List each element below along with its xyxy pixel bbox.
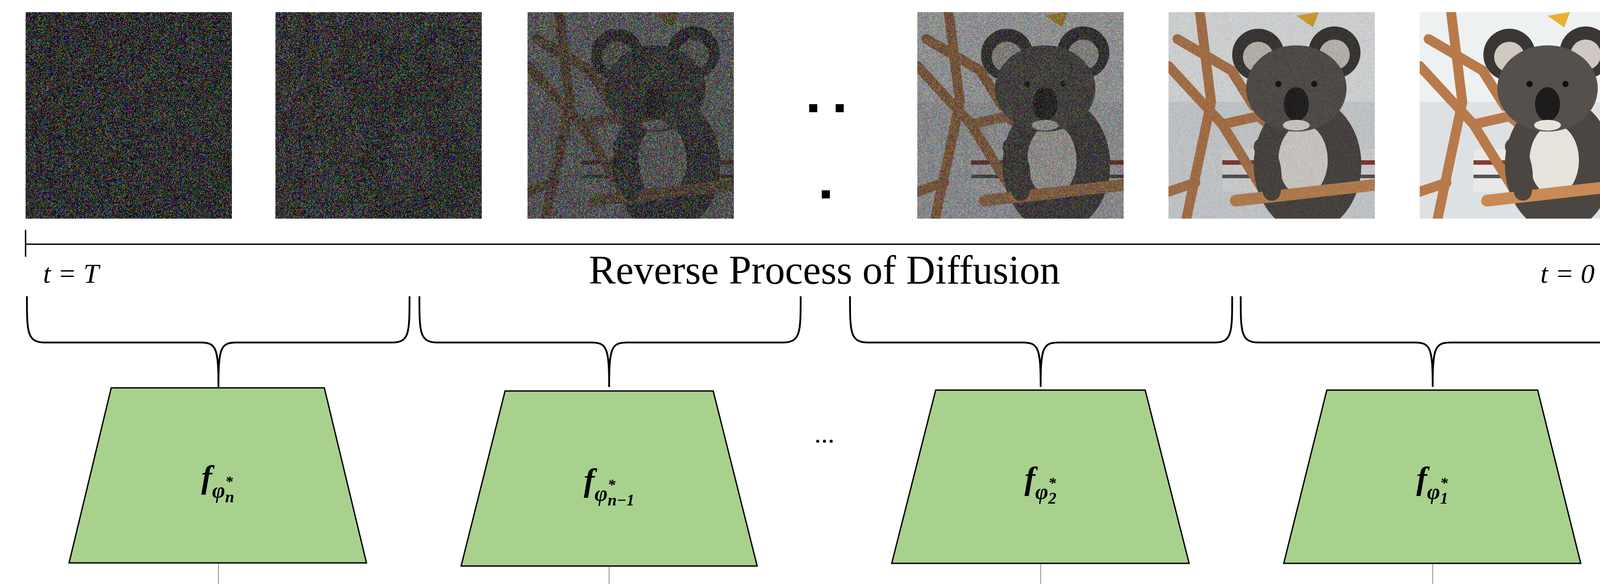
time-label: t = T: [43, 256, 100, 290]
timeline-title: Reverse Process of Diffusion: [588, 245, 1061, 295]
formula: fφ*n: [68, 386, 368, 567]
function-symbol: f: [1024, 462, 1036, 495]
optimal-marker: *: [607, 477, 616, 492]
trapezoid-shape: [890, 388, 1191, 564]
parameter-symbol: φ: [1035, 479, 1049, 503]
optimal-marker: *: [1048, 475, 1056, 490]
model-block: fφ*n: [68, 386, 368, 564]
model-block: fφ*2: [890, 388, 1191, 564]
model-block: fφ*1: [1282, 388, 1582, 564]
parameter-symbol: φ: [212, 478, 226, 502]
index-subscript: 2: [1048, 489, 1057, 506]
formula: fφ*n−1: [460, 389, 759, 571]
parameter-symbol: φ: [594, 481, 608, 505]
index-subscript: 1: [1440, 489, 1449, 506]
function-symbol: f: [583, 463, 595, 497]
model-block: fφ*n−1: [460, 389, 759, 567]
optimal-marker: *: [225, 474, 233, 489]
formula: fφ*2: [890, 388, 1191, 568]
trapezoid-shape: [68, 386, 368, 564]
trapezoid-shape: [1282, 388, 1582, 564]
parameter-symbol: φ: [1426, 479, 1440, 503]
index-subscript: n−1: [607, 491, 635, 508]
optimal-marker: *: [1440, 475, 1448, 490]
function-symbol: f: [1416, 462, 1427, 495]
ellipsis: ...: [814, 417, 835, 450]
index-subscript: n: [225, 488, 235, 505]
formula: fφ*1: [1282, 388, 1582, 568]
time-label: t = 0: [1540, 256, 1595, 290]
function-symbol: f: [201, 460, 213, 493]
